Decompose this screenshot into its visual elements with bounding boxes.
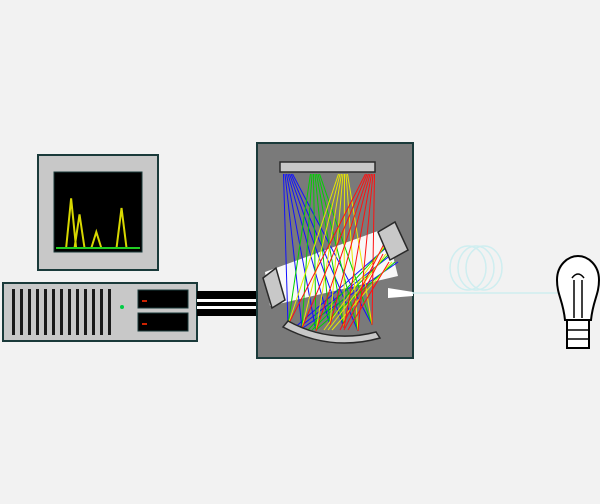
fiber-coil-2 bbox=[457, 245, 495, 291]
beam-ray-2-1 bbox=[287, 173, 311, 326]
vent-slot-2 bbox=[20, 289, 23, 335]
vent-slot-5 bbox=[44, 289, 47, 335]
computer-vents bbox=[12, 289, 111, 335]
focusing-mirror bbox=[377, 220, 409, 262]
beam-ray-3-6 bbox=[345, 173, 359, 332]
beam-ray-3-5 bbox=[343, 173, 345, 329]
dispersed-light-beams bbox=[283, 173, 399, 332]
return-ray-4-3 bbox=[347, 261, 390, 331]
beam-ray-2-7 bbox=[319, 173, 373, 326]
optical-fiber bbox=[412, 245, 560, 294]
spectrum-peak-2 bbox=[73, 214, 86, 249]
beam-ray-1-1 bbox=[283, 173, 289, 326]
vent-slot-4 bbox=[36, 289, 39, 335]
cable-stripe-top bbox=[197, 299, 257, 302]
beam-ray-4-1 bbox=[287, 173, 366, 326]
vent-slot-1 bbox=[12, 289, 15, 335]
spectrometer bbox=[256, 142, 414, 359]
beam-ray-2-2 bbox=[301, 173, 313, 329]
beam-ray-2-4 bbox=[314, 173, 331, 326]
bulb-filament bbox=[571, 273, 585, 279]
vent-slot-3 bbox=[28, 289, 31, 335]
vent-slot-11 bbox=[92, 289, 95, 335]
beam-ray-1-5 bbox=[289, 173, 345, 329]
drive-bay-1 bbox=[137, 289, 189, 309]
detector-array bbox=[279, 161, 376, 173]
vent-slot-9 bbox=[76, 289, 79, 335]
beam-ray-4-4 bbox=[329, 173, 371, 326]
spectrum-peak-1 bbox=[65, 198, 78, 249]
cable-body bbox=[197, 291, 257, 316]
data-cable bbox=[197, 291, 257, 316]
beam-ray-3-7 bbox=[347, 173, 373, 326]
bulb-glass bbox=[555, 254, 600, 321]
beam-ray-3-2 bbox=[301, 173, 341, 329]
power-led bbox=[120, 305, 124, 309]
beam-ray-1-4 bbox=[287, 173, 331, 326]
vent-slot-10 bbox=[84, 289, 87, 335]
computer-unit bbox=[2, 282, 198, 342]
collimating-mirror bbox=[262, 266, 286, 310]
diffraction-grating bbox=[281, 320, 382, 344]
drive-bay-2-led bbox=[142, 323, 147, 325]
vent-slot-12 bbox=[100, 289, 103, 335]
beam-ray-3-1 bbox=[287, 173, 339, 326]
spectrum-peak-4 bbox=[115, 207, 128, 249]
beam-ray-3-3 bbox=[315, 173, 342, 332]
return-ray-4-1 bbox=[339, 239, 387, 331]
drive-bay-1-led bbox=[142, 300, 147, 302]
fiber-coil-1 bbox=[449, 245, 487, 291]
spectrum-peak-3 bbox=[90, 228, 103, 249]
cable-stripe-bottom bbox=[197, 306, 257, 309]
return-ray-4-2 bbox=[343, 253, 384, 331]
spectrum-trace bbox=[65, 198, 128, 249]
vent-slot-6 bbox=[52, 289, 55, 335]
entrance-light-beam bbox=[265, 228, 398, 306]
beam-ray-4-5 bbox=[343, 173, 372, 329]
beam-ray-2-6 bbox=[317, 173, 359, 332]
beam-ray-4-3 bbox=[315, 173, 369, 332]
beam-ray-2-3 bbox=[313, 173, 317, 332]
vent-slot-8 bbox=[68, 289, 71, 335]
fiber-coil-3 bbox=[465, 245, 503, 291]
beam-ray-3-4 bbox=[329, 173, 344, 326]
beam-ray-4-7 bbox=[371, 173, 375, 326]
drive-bay-2 bbox=[137, 312, 189, 332]
bulb-base bbox=[566, 319, 590, 349]
beam-ray-4-6 bbox=[357, 173, 374, 332]
beam-ray-4-2 bbox=[301, 173, 368, 329]
monitor bbox=[37, 154, 159, 271]
entrance-slit-light bbox=[388, 288, 413, 298]
vent-slot-13 bbox=[108, 289, 111, 335]
vent-slot-7 bbox=[60, 289, 63, 335]
beam-ray-1-3 bbox=[286, 173, 317, 332]
light-source-bulb bbox=[555, 254, 600, 349]
